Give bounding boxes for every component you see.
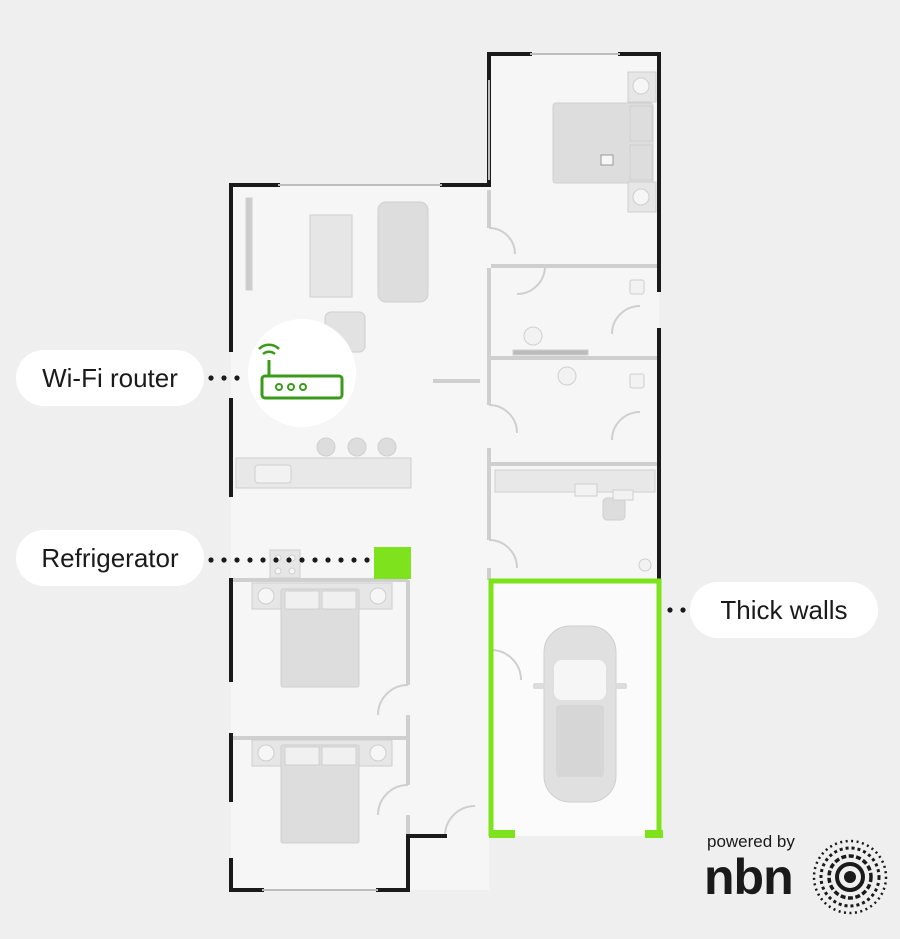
car-icon: [533, 625, 627, 803]
garage-wall-corners: [489, 830, 663, 838]
wifi-router-label: Wi-Fi router: [16, 350, 204, 406]
brand-tagline: powered by: [707, 832, 795, 851]
wifi-router-icon: [248, 319, 356, 427]
refrigerator-block: [374, 547, 411, 579]
brand-logo: powered by nbn: [704, 832, 894, 924]
nbn-globe-logo: [812, 839, 888, 915]
refrigerator-label: Refrigerator: [16, 530, 204, 586]
inner-walls: [231, 190, 657, 836]
door-swings: [377, 227, 641, 837]
callout-leaders: [208, 375, 686, 613]
thick-walls-label: Thick walls: [690, 582, 878, 638]
thick-walls-highlight: [488, 578, 662, 836]
brand-wordmark: nbn: [704, 849, 794, 905]
windows: [262, 53, 620, 891]
furniture: [235, 71, 657, 844]
